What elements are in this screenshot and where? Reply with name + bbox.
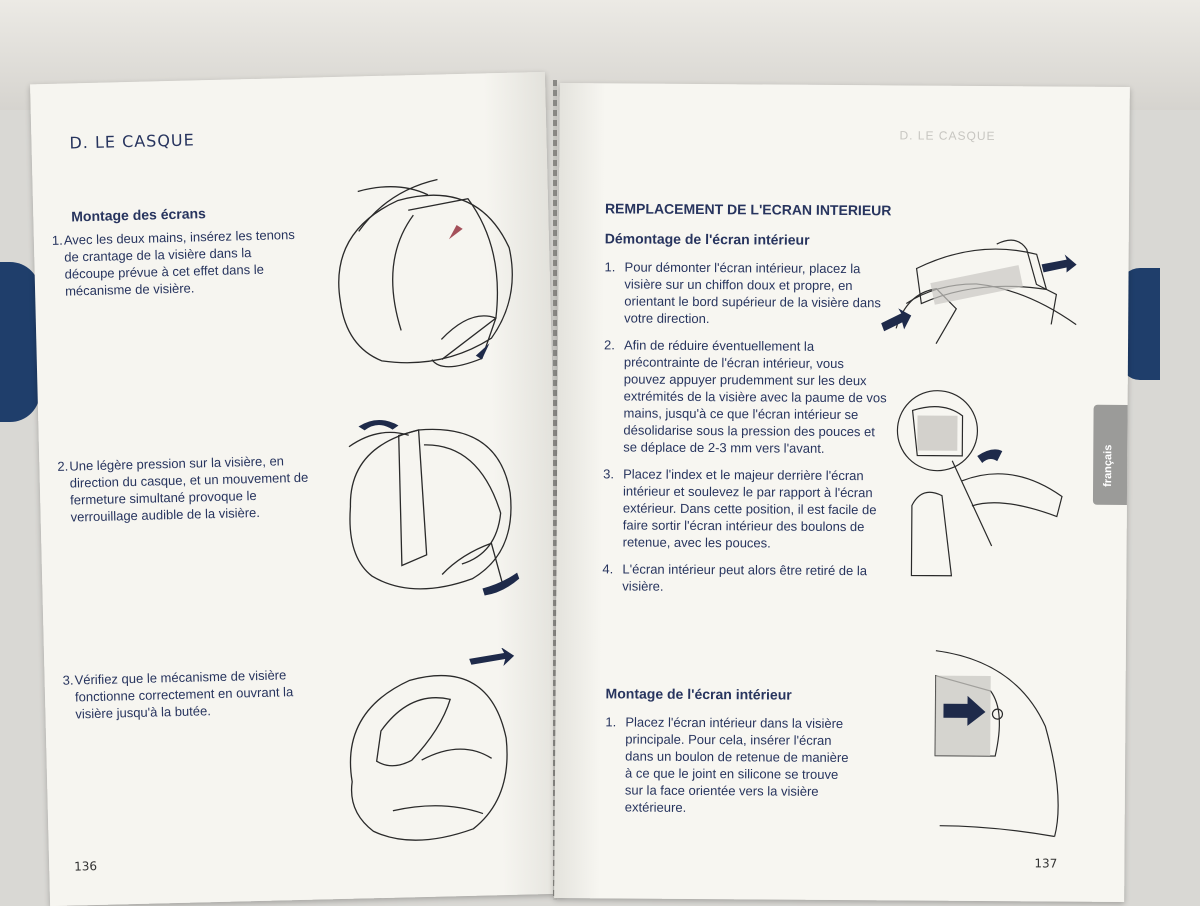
step-number: 1. [604,259,616,275]
language-tab-label: français [1102,444,1115,487]
step-text: Afin de réduire éventuellement la précon… [623,337,887,456]
step-number: 4. [602,561,614,577]
background-shape [0,262,40,422]
step-text: Placez l'écran intérieur dans la visière… [624,714,849,815]
step-number: 3. [62,672,74,688]
thumb-closeup-illustration [896,390,1063,577]
helmet-illustration-1 [338,178,513,368]
visor-bolt-illustration [934,650,1059,838]
demontage-steps: 1. Pour démonter l'écran intérieur, plac… [602,258,889,606]
demontage-step-4: 4. L'écran intérieur peut alors être ret… [602,560,887,596]
step-number: 1. [605,714,617,730]
helmet-illustration-3 [349,647,515,841]
step-number: 3. [603,466,615,482]
step-text: Une légère pression sur la visière, en d… [69,453,309,525]
step-number: 1. [51,232,63,248]
demontage-step-2: 2. Afin de réduire éventuellement la pré… [603,336,889,457]
page-number: 136 [73,859,98,874]
helmet-illustration-2 [348,420,520,596]
demontage-heading: Démontage de l'écran intérieur [604,230,810,248]
step-number: 2. [57,458,69,474]
montage-steps: 1. Placez l'écran intérieur dans la visi… [605,713,856,827]
montage-heading: Montage des écrans [71,205,207,225]
step-text: Placez l'index et le majeur derrière l'é… [622,466,877,551]
left-step-1: 1. Avec les deux mains, insérez les teno… [52,226,306,300]
page-number: 137 [1034,856,1058,871]
step-number: 2. [603,337,615,353]
step-text: Vérifiez que le mécanisme de visière fon… [74,667,294,722]
montage-step-1: 1. Placez l'écran intérieur dans la visi… [605,713,856,817]
left-step-3: 3. Vérifiez que le mécanisme de visière … [62,666,315,723]
left-step-2: 2. Une légère pression sur la visière, e… [57,452,311,526]
left-page: D. LE CASQUE Montage des écrans 1. Avec … [30,71,565,906]
montage-interior-heading: Montage de l'écran intérieur [605,685,792,703]
book-spine [553,80,557,900]
right-page: D. LE CASQUE REMPLACEMENT DE L'ECRAN INT… [554,83,1130,902]
section-title: D. LE CASQUE [69,130,195,153]
visor-hands-illustration [881,239,1077,344]
step-text: Pour démonter l'écran intérieur, placez … [624,259,881,327]
bleed-through-header: D. LE CASQUE [899,128,996,144]
demontage-step-3: 3. Placez l'index et le majeur derrière … [603,465,889,552]
main-heading: REMPLACEMENT DE L'ECRAN INTERIEUR [604,200,892,219]
step-text: Avec les deux mains, insérez les tenons … [63,226,295,299]
step-text: L'écran intérieur peut alors être retiré… [622,561,868,594]
demontage-step-1: 1. Pour démonter l'écran intérieur, plac… [604,258,889,328]
language-tab: français [1092,404,1128,505]
